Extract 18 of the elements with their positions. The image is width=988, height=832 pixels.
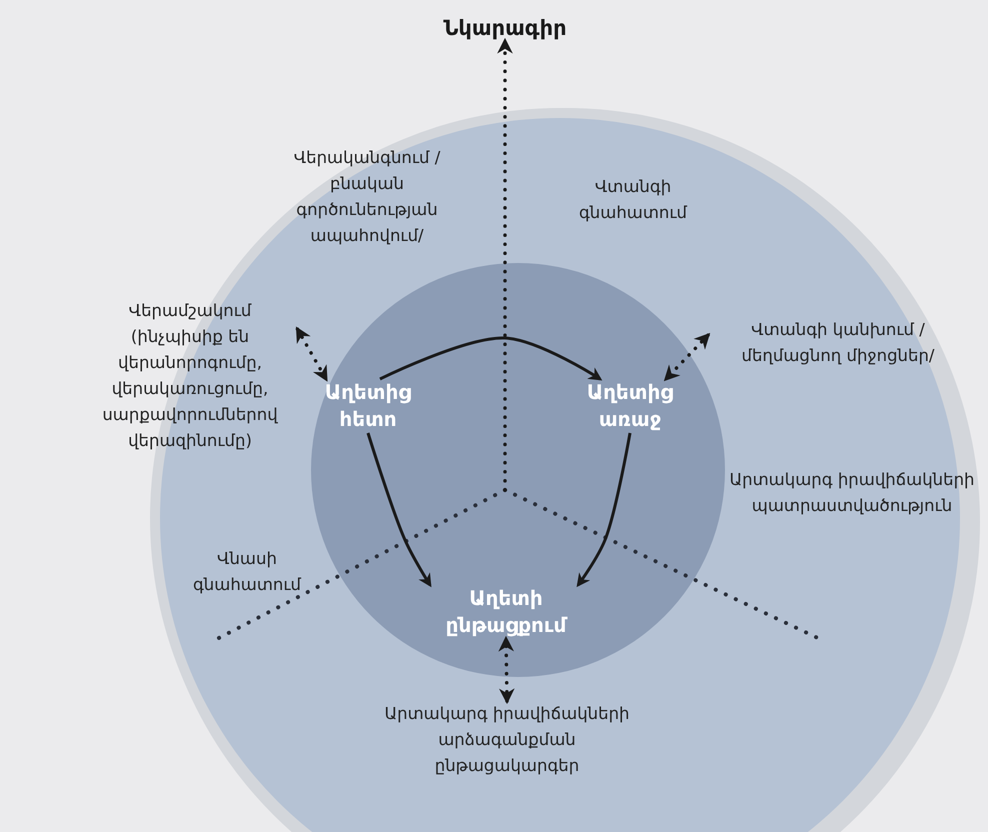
curved-arrow xyxy=(379,336,602,380)
dotted-arrow xyxy=(498,636,515,704)
activity-label: Վտանգի կանխում / մեղմացնող միջոցներ/ xyxy=(708,317,968,369)
activity-label: Արտակարգ իրավիճակների պատրաստվածություն xyxy=(728,469,976,517)
axis-title: Նկարագիր xyxy=(405,15,605,41)
phase-label: Աղետից առաջ xyxy=(570,379,690,433)
dotted-arrow xyxy=(664,332,710,382)
curved-arrow xyxy=(576,432,632,588)
activity-label: Վերամշակում (ինչպիսիք են վերանորոգումը, վերակառուցումը, սարքավորումներով վերազինումը) xyxy=(82,298,298,454)
phase-label: Աղետից հետո xyxy=(308,379,428,433)
dotted-arrow xyxy=(296,326,328,382)
phase-label: Աղետի ընթացքում xyxy=(411,585,601,639)
activity-label: Վտանգի գնահատում xyxy=(578,176,688,224)
dotted-arrow xyxy=(497,38,513,492)
activity-label: Արտակարգ իրավիճակների արձագանքման ընթացակարգեր xyxy=(367,701,647,779)
activity-label: Վերականգնում /բնական գործունեության ապահովում/ xyxy=(292,147,442,247)
activity-label: Վնասի գնահատում xyxy=(192,548,302,596)
curved-arrow xyxy=(366,432,432,588)
